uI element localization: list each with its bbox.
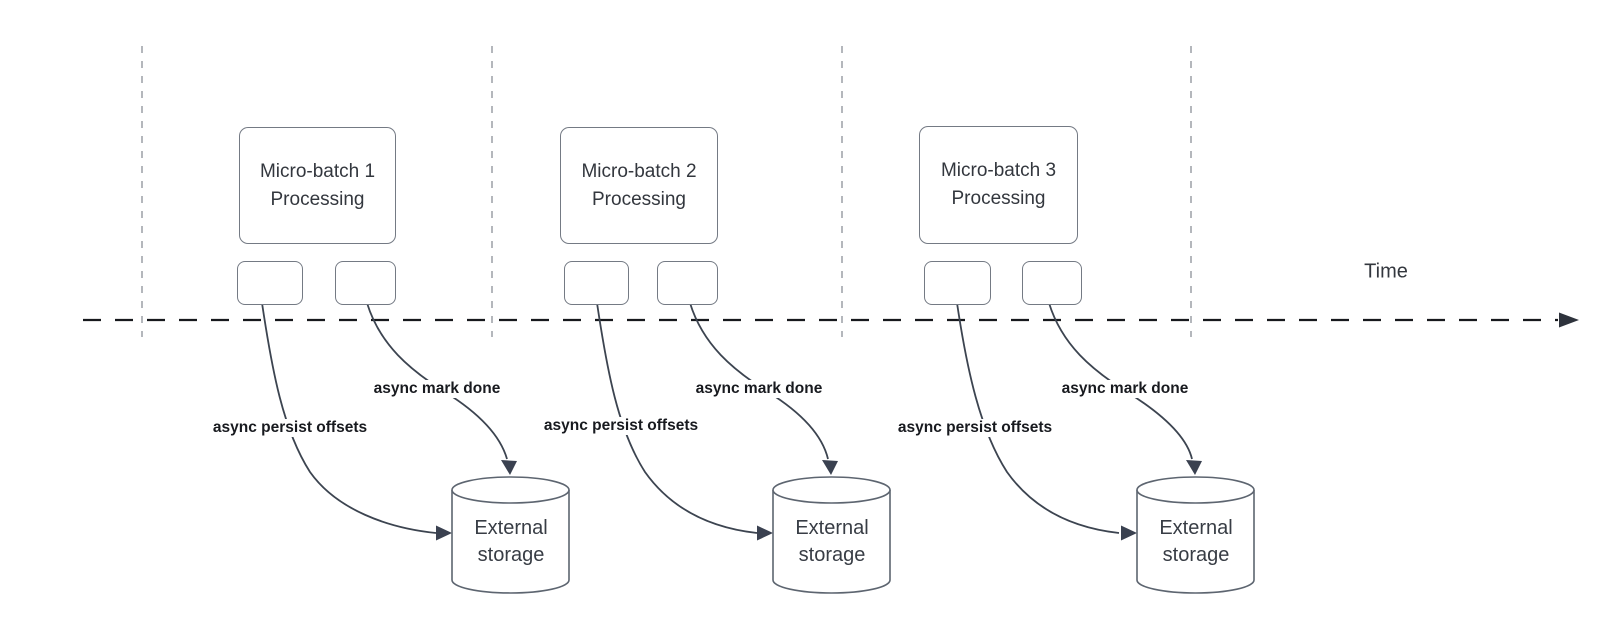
micro-batch-3-subtitle: Processing	[951, 188, 1046, 209]
persist-offsets-label-3: async persist offsets	[894, 419, 1056, 437]
persist-offsets-label-2: async persist offsets	[540, 417, 702, 435]
cylinder-top	[1136, 476, 1255, 504]
micro-batch-1-title: Micro-batch 1	[259, 160, 376, 182]
external-storage-label-1: External storage	[474, 517, 548, 566]
micro-batch-3-box: Micro-batch 3 Processing	[919, 126, 1078, 244]
done-task-box-2	[657, 261, 718, 305]
external-storage-cylinder-1	[451, 476, 570, 594]
persist-offsets-label-1: async persist offsets	[209, 419, 371, 437]
mark-done-label-2: async mark done	[692, 380, 826, 398]
done-arrowhead-icon-3	[1186, 460, 1202, 475]
persist-offsets-connector-2	[596, 302, 758, 534]
micro-batch-1-subtitle: Processing	[270, 188, 365, 210]
cylinder-top	[451, 476, 570, 504]
external-storage-label-2: External storage	[795, 517, 869, 566]
micro-batch-2-subtitle: Processing	[592, 188, 686, 210]
time-axis	[83, 312, 1579, 328]
persist-arrowhead-icon-3	[1121, 525, 1137, 541]
persist-arrowhead-icon-2	[757, 525, 773, 541]
done-task-box-1	[335, 261, 396, 305]
micro-batch-2-title: Micro-batch 2	[581, 160, 697, 182]
done-arrowhead-icon-2	[822, 460, 838, 475]
done-arrowhead-icon-1	[501, 460, 517, 475]
cylinder-top	[772, 476, 891, 504]
cylinder-body	[451, 490, 570, 594]
mark-done-label-1: async mark done	[370, 380, 504, 398]
micro-batch-1-box: Micro-batch 1 Processing	[239, 127, 396, 244]
connectors	[261, 302, 1193, 534]
storage-cylinders	[451, 476, 1255, 594]
offset-task-box-1	[237, 261, 303, 305]
micro-batch-3-title: Micro-batch 3	[940, 160, 1057, 181]
connector-arrowheads	[436, 460, 1202, 541]
persist-offsets-connector-1	[261, 302, 437, 534]
cylinder-body	[1136, 490, 1255, 594]
lane-dividers	[141, 46, 1192, 337]
time-axis-arrowhead-icon	[1559, 312, 1579, 328]
external-storage-label-3: External storage	[1159, 517, 1233, 566]
offset-task-box-2	[564, 261, 629, 305]
mark-done-label-3: async mark done	[1058, 380, 1192, 398]
offset-task-box-3	[924, 261, 991, 305]
external-storage-cylinder-2	[772, 476, 891, 594]
done-task-box-3	[1022, 261, 1082, 305]
time-axis-label: Time	[1364, 260, 1408, 283]
external-storage-cylinder-3	[1136, 476, 1255, 594]
persist-arrowhead-icon-1	[436, 525, 452, 541]
cylinder-body	[772, 490, 891, 594]
micro-batch-2-box: Micro-batch 2 Processing	[560, 127, 718, 244]
persist-offsets-connector-3	[956, 302, 1120, 534]
